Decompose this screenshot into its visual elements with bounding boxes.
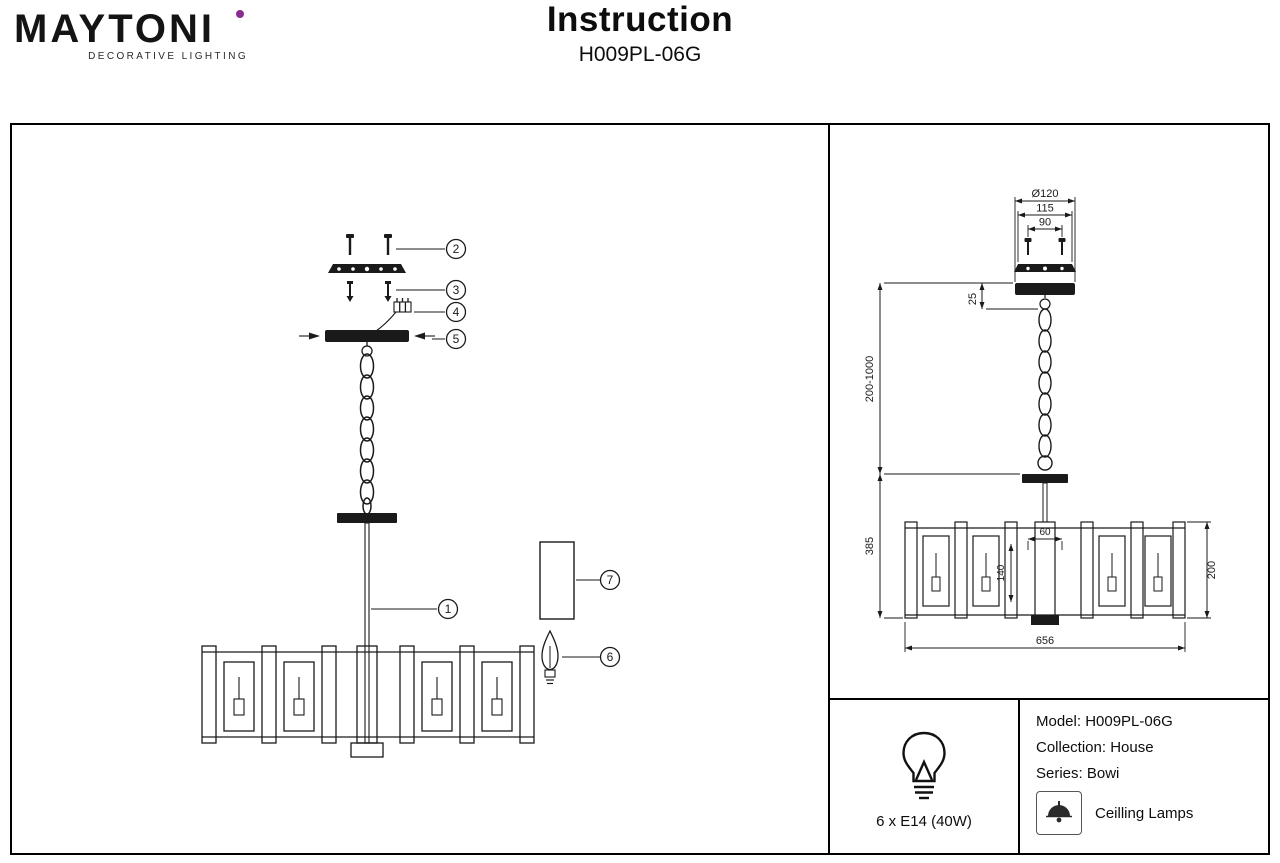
dim-shade-height: 140 (996, 564, 1007, 581)
ceiling-lamp-icon (1046, 801, 1072, 823)
hanging-bracket (337, 513, 397, 523)
lamp-sockets (233, 677, 503, 716)
callout-7: 7 (599, 569, 621, 591)
extension-lines (884, 197, 1211, 652)
center-rod (1042, 482, 1048, 523)
svg-text:3: 3 (453, 283, 460, 297)
brand-name: MAYTONI (14, 7, 216, 51)
dimensions-panel: Ø120 115 90 25 200-1000 385 60 140 200 6… (830, 125, 1268, 700)
dimension-lines (877, 198, 1210, 651)
product-model: Model: H009PL-06G (1036, 713, 1173, 730)
callout-2: 2 (445, 238, 467, 260)
callout-4: 4 (445, 301, 467, 323)
dim-canopy-height: 25 (967, 293, 979, 305)
mounting-bracket (328, 264, 406, 273)
brand-dot-icon (236, 10, 244, 18)
svg-text:5: 5 (453, 332, 460, 346)
dimension-drawing: Ø120 115 90 25 200-1000 385 60 140 200 6… (864, 188, 1218, 652)
exploded-view-drawing: 2 (201, 234, 621, 758)
dim-screw-spacing: 90 (1039, 217, 1051, 229)
dim-plate-width: 115 (1036, 203, 1054, 215)
category-row: Ceilling Lamps (1036, 791, 1268, 835)
callout-3: 3 (445, 279, 467, 301)
glass-shades (223, 661, 513, 732)
chandelier-body (904, 521, 1186, 625)
product-info-cell: Model: H009PL-06G Collection: House Seri… (1020, 700, 1268, 853)
mounting-bracket (1014, 264, 1076, 272)
bulb-spec-cell: 6 x E14 (40W) (830, 700, 1020, 853)
center-rod (364, 522, 370, 744)
ceiling-canopy (1015, 283, 1075, 310)
dim-body-height: 200 (1206, 561, 1218, 579)
wire-connector (375, 298, 412, 332)
svg-text:7: 7 (607, 573, 614, 587)
brand-tagline: DECORATIVE LIGHTING (88, 51, 248, 62)
hook-ring (1037, 455, 1053, 471)
suspension-chain (359, 342, 375, 515)
bulb-icon (902, 731, 946, 799)
svg-text:2: 2 (453, 242, 460, 256)
dim-hub-width: 60 (1039, 527, 1051, 538)
instruction-frame: 2 (10, 123, 1270, 855)
product-series: Series: Bowi (1036, 765, 1120, 782)
product-collection: Collection: House (1036, 739, 1154, 756)
canopy-screws (1024, 238, 1066, 255)
bulb-spec-label: 6 x E14 (40W) (876, 812, 972, 830)
dim-canopy-diameter: Ø120 (1032, 188, 1059, 200)
bottom-cap (350, 742, 384, 758)
svg-text:1: 1 (445, 602, 452, 616)
dim-body-diameter: 656 (1036, 635, 1054, 647)
category-label: Ceilling Lamps (1095, 804, 1194, 822)
decor-panel-item (539, 541, 575, 620)
category-icon-box (1036, 791, 1082, 835)
glass-shades (922, 535, 1172, 607)
brand-logo: MAYTONI DECORATIVE LIGHTING (14, 8, 248, 62)
bottom-cap (1031, 615, 1059, 625)
hanging-bracket (1022, 474, 1068, 483)
svg-text:4: 4 (453, 305, 460, 319)
ceiling-canopy (299, 330, 435, 342)
candle-bulb-item (541, 629, 559, 685)
suspension-chain (1038, 308, 1052, 458)
fixing-pins (346, 281, 392, 302)
canopy-screws (346, 234, 392, 255)
callout-6: 6 (599, 646, 621, 668)
callout-5: 5 (445, 328, 467, 350)
callout-1: 1 (437, 598, 459, 620)
chandelier-body (201, 645, 535, 758)
header-title-block: Instruction H009PL-06G (0, 0, 1280, 67)
page-title: Instruction (546, 0, 734, 39)
dim-suspension-range: 200-1000 (864, 356, 876, 403)
model-number: H009PL-06G (578, 43, 702, 66)
svg-text:6: 6 (607, 650, 614, 664)
dim-hang-height: 385 (864, 537, 876, 555)
lamp-sockets (931, 553, 1163, 592)
exploded-view-panel: 2 (12, 125, 830, 853)
